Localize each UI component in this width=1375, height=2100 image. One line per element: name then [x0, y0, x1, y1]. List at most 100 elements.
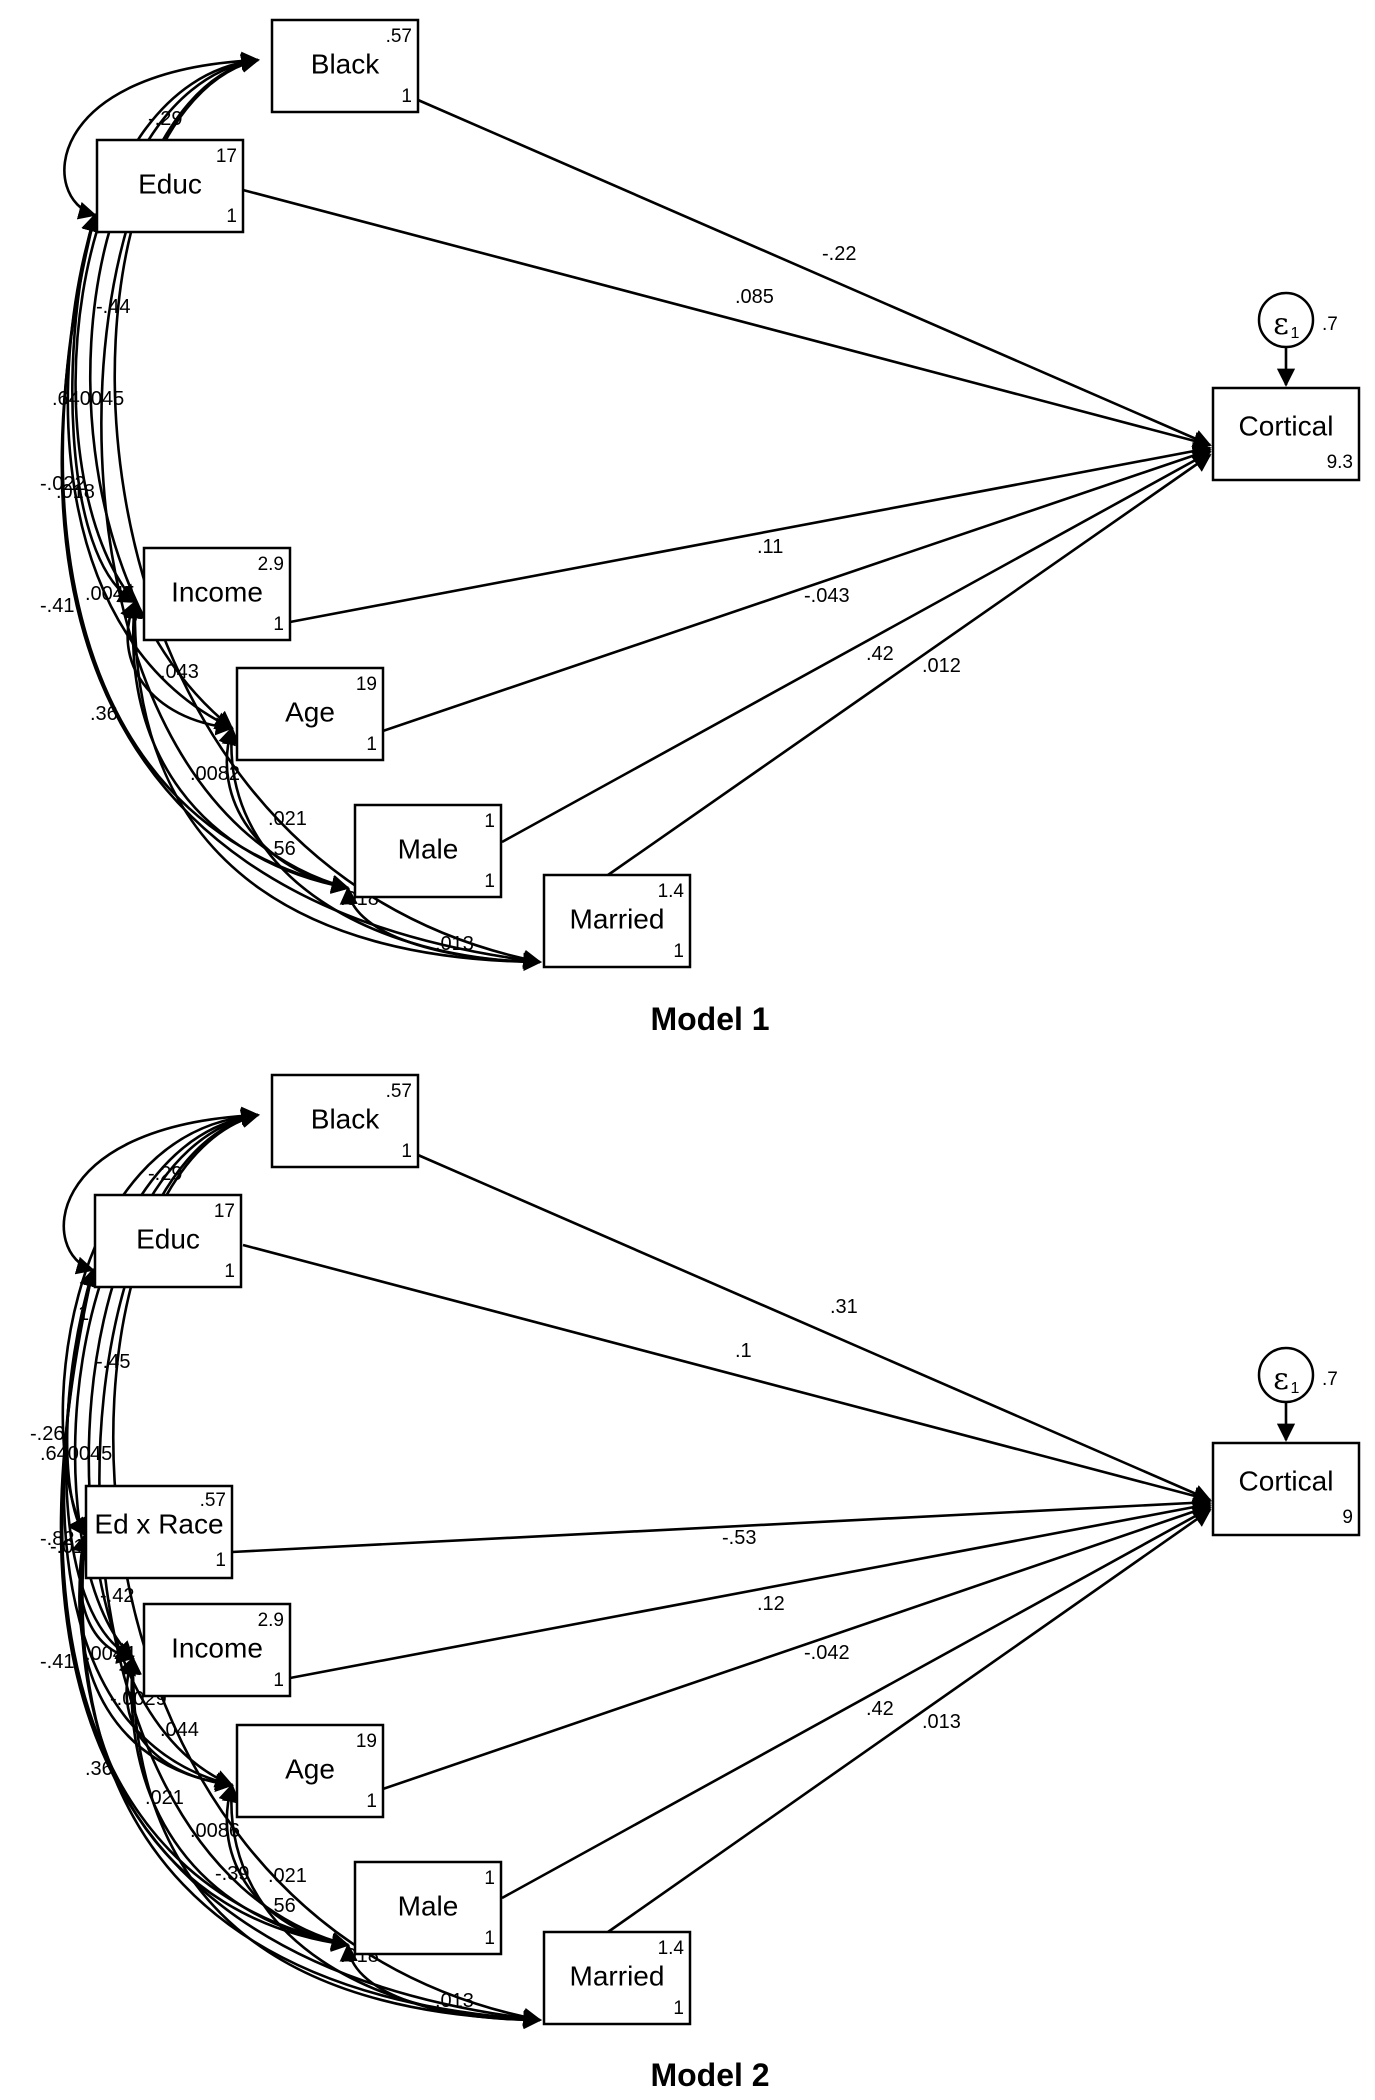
covariance-label: .013 — [435, 933, 474, 955]
covariance-label: .013 — [435, 1990, 474, 2012]
variable-box-married[interactable]: Married 1.4 1 — [542, 873, 692, 969]
covariance-label: -.022 — [40, 473, 86, 495]
covariance-label: .0045 — [85, 583, 135, 605]
variable-mean: .57 — [200, 1490, 226, 1511]
variable-variance: 1 — [226, 206, 237, 227]
covariance-label: .018 — [56, 481, 95, 503]
variable-mean: 2.9 — [258, 554, 284, 575]
variable-mean: 1.4 — [658, 1938, 685, 1959]
variable-box-ed-x-race[interactable]: Ed x Race .57 1 — [84, 1484, 234, 1580]
covariance-label: -.39 — [215, 1863, 249, 1885]
covariance-label: -.017 — [50, 1536, 96, 1558]
path-label: -.043 — [804, 585, 850, 607]
variable-mean: 2.9 — [258, 1610, 284, 1631]
path-label: .1 — [735, 1340, 752, 1362]
variable-box-income[interactable]: Income 2.9 1 — [142, 546, 292, 642]
variable-box-married[interactable]: Married 1.4 1 — [542, 1930, 692, 2026]
variable-variance: 1 — [273, 614, 284, 635]
error-term: ε 1 .7 — [1257, 1346, 1338, 1442]
variable-box-educ[interactable]: Educ 17 1 — [93, 1193, 243, 1289]
path-label: .013 — [922, 1711, 961, 1733]
variable-name: Male — [398, 833, 459, 864]
path-label: .31 — [830, 1296, 858, 1318]
covariance-label: .021 — [145, 1787, 184, 1809]
variable-name: Black — [311, 48, 380, 79]
variable-mean: .57 — [386, 1081, 412, 1102]
path-label: -.22 — [822, 243, 856, 265]
outcome-box-cortical[interactable]: Cortical 9 — [1211, 1441, 1361, 1537]
variable-mean: 19 — [356, 1731, 377, 1752]
covariance-label: 1 — [78, 1303, 89, 1325]
regression-paths — [242, 98, 1212, 877]
variable-box-black[interactable]: Black .57 1 — [270, 1073, 420, 1169]
variable-box-male[interactable]: Male 1 1 — [353, 803, 503, 899]
variable-variance: 1 — [224, 1261, 235, 1282]
covariance-label: .56 — [268, 838, 296, 860]
variable-name: Black — [311, 1103, 380, 1134]
covariance-label: .043 — [160, 661, 199, 683]
variable-variance: 1 — [673, 1998, 684, 2019]
covariance-labels: -.29 -.44 .640045 -.022 .018 .0045 -.41 … — [40, 108, 474, 955]
outcome-intercept: 9.3 — [1327, 452, 1353, 473]
covariance-label: -.41 — [40, 595, 74, 617]
outcome-name: Cortical — [1239, 410, 1334, 441]
error-symbol: ε — [1273, 1362, 1289, 1397]
path-label: .085 — [735, 286, 774, 308]
variable-mean: 1 — [484, 1868, 495, 1889]
variable-name: Married — [570, 903, 665, 934]
variable-variance: 1 — [215, 1550, 226, 1571]
variable-name: Ed x Race — [94, 1508, 223, 1539]
error-variance: .7 — [1322, 314, 1338, 335]
error-subscript: 1 — [1291, 1380, 1300, 1397]
covariance-label: -.44 — [96, 296, 130, 318]
outcome-name: Cortical — [1239, 1465, 1334, 1496]
variable-name: Educ — [138, 168, 202, 199]
variable-box-male[interactable]: Male 1 1 — [353, 1860, 503, 1956]
variable-name: Married — [570, 1960, 665, 1991]
variable-name: Income — [171, 576, 263, 607]
variable-variance: 1 — [366, 734, 377, 755]
covariance-label: .36 — [85, 1758, 113, 1780]
covariance-label: .0082 — [190, 763, 240, 785]
error-variance: .7 — [1322, 1369, 1338, 1390]
variable-box-age[interactable]: Age 19 1 — [235, 666, 385, 762]
variable-box-age[interactable]: Age 19 1 — [235, 1723, 385, 1819]
variable-variance: 1 — [673, 941, 684, 962]
path-label: .012 — [922, 655, 961, 677]
covariance-label: .0044 — [85, 1643, 135, 1665]
covariance-label: -.45 — [96, 1351, 130, 1373]
outcome-box-cortical[interactable]: Cortical 9.3 — [1211, 386, 1361, 482]
variable-name: Age — [285, 1753, 335, 1784]
variable-mean: 1.4 — [658, 881, 685, 902]
covariance-label: .56 — [268, 1895, 296, 1917]
error-term: ε 1 .7 — [1257, 291, 1338, 387]
variable-box-black[interactable]: Black .57 1 — [270, 18, 420, 114]
variable-variance: 1 — [484, 871, 495, 892]
covariance-label: -.82 — [40, 1528, 74, 1550]
variable-name: Educ — [136, 1223, 200, 1254]
covariance-label: .36 — [90, 703, 118, 725]
covariance-label: -.29 — [148, 1163, 182, 1185]
covariance-label: .044 — [160, 1719, 199, 1741]
outcome-intercept: 9 — [1342, 1507, 1353, 1528]
variable-box-income[interactable]: Income 2.9 1 — [142, 1602, 292, 1698]
covariance-label: -.41 — [40, 1651, 74, 1673]
variable-variance: 1 — [273, 1670, 284, 1691]
path-label: .11 — [757, 536, 783, 558]
error-symbol: ε — [1273, 307, 1289, 342]
variable-mean: 19 — [356, 674, 377, 695]
path-label: -.53 — [722, 1527, 756, 1549]
covariance-label: -.29 — [148, 108, 182, 130]
variable-variance: 1 — [366, 1791, 377, 1812]
variable-name: Income — [171, 1632, 263, 1663]
regression-paths — [231, 1153, 1212, 1934]
covariance-label: .640045 — [40, 1443, 112, 1465]
variable-name: Age — [285, 696, 335, 727]
model-1: -.22 .085 .11 -.043 .42 .012 -.29 -.44 .… — [40, 18, 1361, 1037]
variable-mean: 17 — [216, 146, 237, 167]
model-2: .31 .1 -.53 .12 -.042 .42 .013 -.29 1 -.… — [30, 1073, 1361, 2093]
covariance-label: .640045 — [52, 388, 124, 410]
covariance-label: -.42 — [100, 1585, 134, 1607]
variable-box-educ[interactable]: Educ 17 1 — [95, 138, 245, 234]
